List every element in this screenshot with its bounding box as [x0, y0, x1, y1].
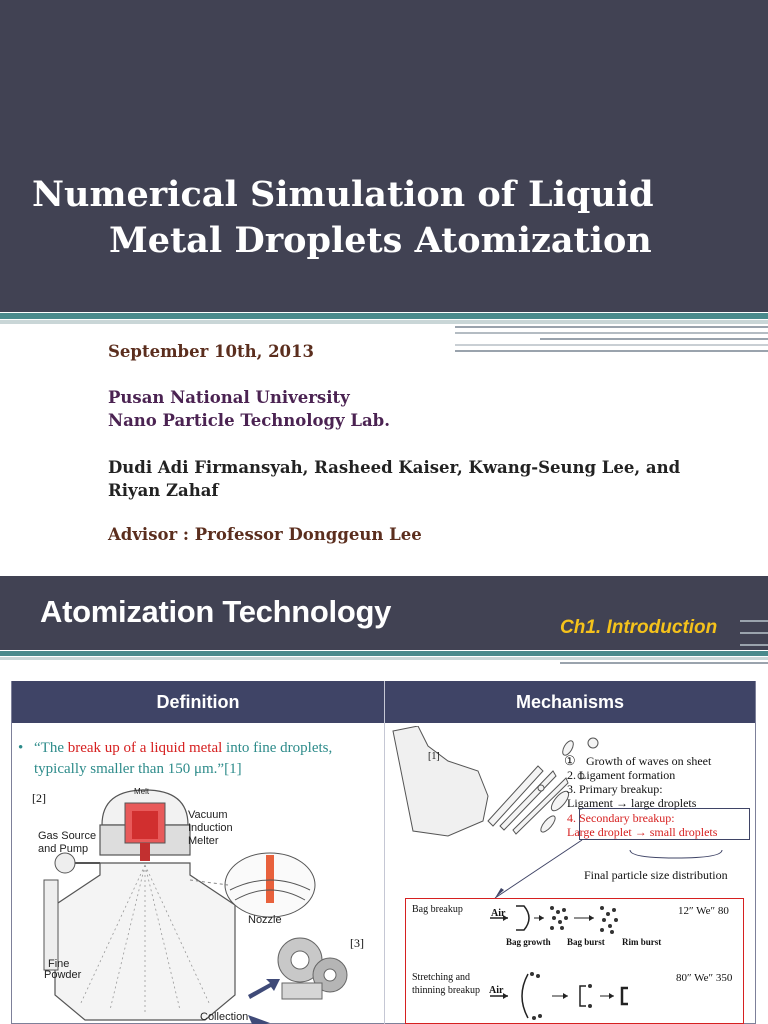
step-4-detail: Large droplet → small droplets	[567, 825, 718, 839]
label-and-pump: and Pump	[38, 843, 89, 855]
air-label-1: Air	[491, 908, 506, 919]
definition-header: Definition	[12, 681, 384, 723]
bag-growth-label: Bag growth	[506, 937, 551, 947]
label-nozzle: Nozzle	[248, 914, 282, 926]
step-3-detail: Ligament → large droplets	[567, 796, 697, 810]
bag-burst-label: Bag burst	[567, 937, 605, 947]
bullet: •	[18, 740, 24, 756]
title-banner	[0, 0, 768, 312]
ref-1: [1]	[428, 751, 440, 762]
quote-open: “The	[34, 740, 68, 756]
column-divider	[384, 681, 385, 1024]
presentation-title: Numerical Simulation of Liquid Metal Dro…	[0, 172, 768, 264]
label-vacuum: Vacuum	[188, 809, 228, 821]
final-distribution-label: Final particle size distribution	[584, 868, 728, 882]
step-4: 4. Secondary breakup:	[567, 811, 675, 825]
stretching-label-1: Stretching and	[412, 972, 471, 983]
advisor: Advisor : Professor Donggeun Lee	[108, 525, 422, 544]
authors-line-2: Riyan Zahaf	[108, 481, 219, 500]
label-induction: Induction	[188, 822, 233, 834]
lab-name: Nano Particle Technology Lab.	[108, 411, 390, 430]
air-label-2: Air	[489, 985, 504, 996]
label-powder: Powder	[44, 969, 82, 981]
quote-line-2: typically smaller than 150 μm.”[1]	[34, 761, 242, 777]
ref-3: [3]	[350, 936, 364, 950]
secondary-breakup-box	[579, 808, 750, 840]
bag-breakup-label: Bag breakup	[412, 904, 463, 915]
step-1-number: ①	[564, 753, 576, 768]
stretching-label-2: thinning breakup	[412, 985, 481, 996]
presentation-date: September 10th, 2013	[108, 342, 314, 361]
rim-burst-label: Rim burst	[622, 937, 662, 947]
connector-lines	[494, 839, 723, 899]
label-collection: Collection	[200, 1011, 249, 1023]
step-2: 2. Ligament formation	[567, 768, 676, 782]
university-name: Pusan National University	[108, 388, 350, 407]
authors-line-1: Dudi Adi Firmansyah, Rasheed Kaiser, Kwa…	[108, 458, 681, 477]
label-melt: Melt	[134, 787, 150, 796]
weber-range-1: 12″ We″ 80	[678, 905, 729, 917]
mechanisms-header: Mechanisms	[385, 681, 755, 723]
title-line-2: Metal Droplets Atomization	[109, 220, 652, 261]
bag-breakup-diagram	[490, 905, 618, 934]
ref-2: [2]	[32, 791, 46, 805]
stretching-breakup-diagram	[490, 972, 628, 1020]
slide-header	[0, 576, 768, 650]
weber-range-2: 80″ We″ 350	[676, 972, 733, 984]
step-3: 3. Primary breakup:	[567, 782, 663, 796]
quote-highlight: break up of a liquid metal	[67, 740, 223, 756]
step-1: Growth of waves on sheet	[586, 754, 712, 768]
sheet-breakup-diagram	[392, 726, 599, 837]
definition-quote: “The break up of a liquid metal into fin…	[34, 738, 379, 780]
label-fine: Fine	[48, 958, 70, 970]
quote-rest: into fine droplets,	[222, 740, 333, 756]
label-melter: Melter	[188, 835, 219, 847]
title-line-1: Numerical Simulation of Liquid	[32, 174, 654, 215]
chapter-label: Ch1. Introduction	[560, 617, 718, 638]
label-gas-source: Gas Source	[38, 830, 97, 842]
slide-title: Atomization Technology	[40, 594, 392, 629]
atomizer-diagram	[43, 789, 348, 1024]
